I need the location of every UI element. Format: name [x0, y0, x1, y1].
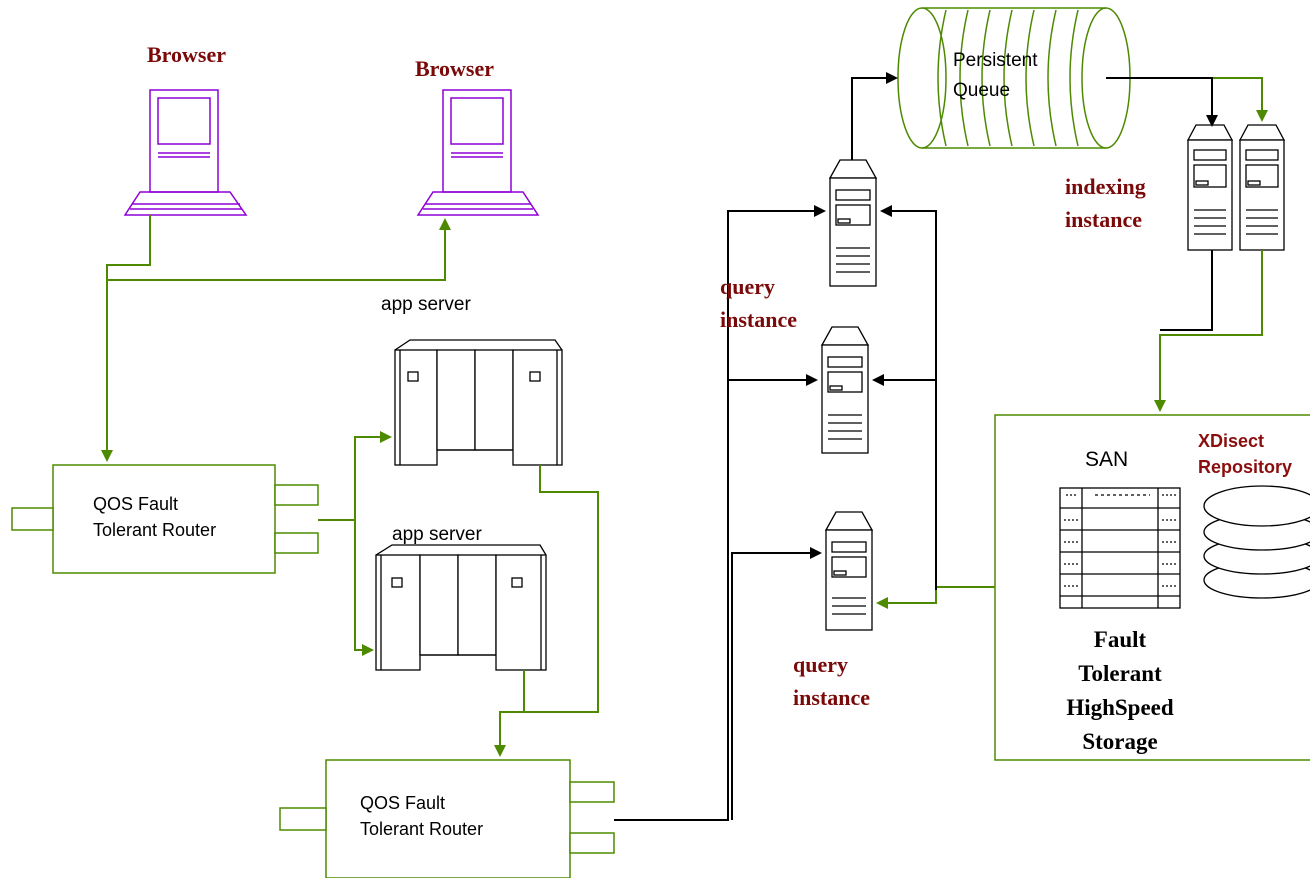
query-tower-middle-icon: [822, 327, 868, 453]
query-instance-top-label: query instance: [720, 270, 797, 336]
repository-line1: XDisect: [1198, 428, 1292, 454]
router-top-label: QOS Fault Tolerant Router: [93, 491, 216, 543]
query-tower-bottom-icon: [826, 512, 872, 630]
storage-line3: HighSpeed: [1040, 691, 1200, 725]
san-rack-icon: [1060, 488, 1180, 608]
query-bottom-line1: query: [793, 648, 870, 681]
storage-line4: Storage: [1040, 725, 1200, 759]
repository-disks-icon: [1204, 486, 1310, 598]
app-server-top-label: app server: [381, 294, 471, 316]
app-server-top-icon: [395, 340, 562, 465]
persistent-queue-label: Persistent Queue: [953, 46, 1037, 107]
router-bottom-label: QOS Fault Tolerant Router: [360, 790, 483, 842]
storage-line2: Tolerant: [1040, 657, 1200, 691]
browser-right-label: Browser: [415, 56, 494, 81]
indexing-tower-right-icon: [1240, 125, 1284, 250]
router-top-line2: Tolerant Router: [93, 517, 216, 543]
indexing-instance-label: indexing instance: [1065, 170, 1146, 236]
repository-line2: Repository: [1198, 454, 1292, 480]
app-server-bottom-icon: [376, 545, 546, 670]
router-top-line1: QOS Fault: [93, 491, 216, 517]
browser-right-icon: [418, 90, 538, 215]
query-bottom-line2: instance: [793, 681, 870, 714]
query-top-line1: query: [720, 270, 797, 303]
router-bottom-line2: Tolerant Router: [360, 816, 483, 842]
persistent-queue-line1: Persistent: [953, 46, 1037, 76]
san-label: SAN: [1085, 448, 1128, 472]
repository-label: XDisect Repository: [1198, 428, 1292, 480]
router-bottom-line1: QOS Fault: [360, 790, 483, 816]
storage-line1: Fault: [1040, 623, 1200, 657]
persistent-queue-line2: Queue: [953, 76, 1037, 106]
indexing-tower-left-icon: [1188, 125, 1232, 250]
indexing-line2: instance: [1065, 203, 1146, 236]
browser-left-label: Browser: [147, 42, 226, 67]
query-instance-bottom-label: query instance: [793, 648, 870, 714]
app-server-bottom-label: app server: [392, 524, 482, 546]
storage-label: Fault Tolerant HighSpeed Storage: [1040, 623, 1200, 759]
browser-left-icon: [125, 90, 246, 215]
query-tower-top-icon: [830, 160, 876, 286]
indexing-line1: indexing: [1065, 170, 1146, 203]
query-top-line2: instance: [720, 303, 797, 336]
